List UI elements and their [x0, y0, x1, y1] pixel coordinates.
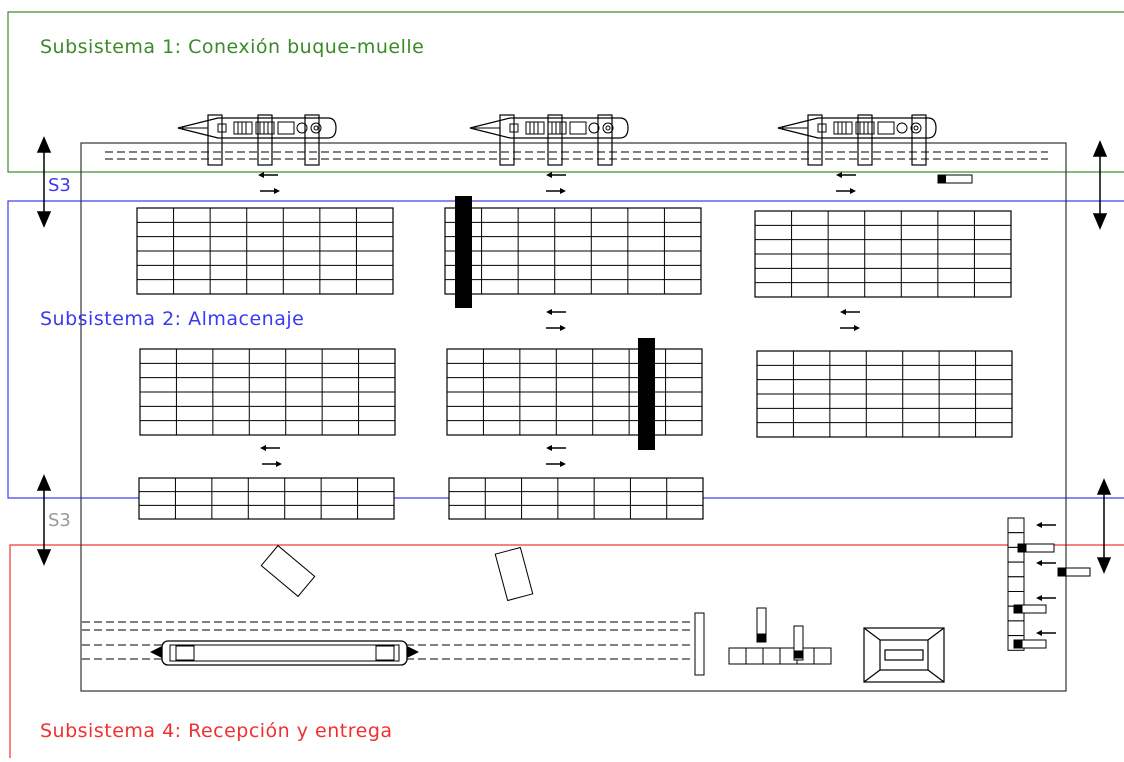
container-block: [444, 207, 702, 295]
truck-icon: [1013, 543, 1091, 649]
subsystem-4-label: Subsistema 4: Recepción y entrega: [40, 720, 393, 742]
warehouse-icon: [863, 627, 945, 683]
double-arrow-icon: [36, 136, 1112, 574]
container-block: [446, 348, 703, 436]
quay-rails: [105, 151, 1048, 160]
crane-icon: [455, 196, 472, 308]
container-block: [448, 477, 704, 520]
subsystem-4-boundary: [9, 544, 1124, 762]
train-icon: [150, 640, 419, 666]
container-block: [136, 207, 394, 295]
truck-icon: [937, 174, 973, 184]
crane-icon: [638, 338, 655, 450]
container-block: [139, 348, 396, 436]
truck-icon: [260, 544, 316, 598]
gate-lane-cell: [1007, 517, 1025, 534]
gate-lane-cell: [1007, 576, 1025, 592]
gate-lane-cell: [1007, 620, 1025, 637]
rail-buffer: [694, 612, 705, 676]
terminal-outline: [80, 142, 1067, 692]
gate-lane-cell: [1007, 561, 1025, 578]
container-block: [138, 477, 395, 520]
ship-icon: [469, 117, 629, 139]
subsystem-3-label-bottom: S3: [48, 510, 71, 531]
ship-icon: [177, 117, 337, 139]
quay-cranes: [207, 114, 927, 166]
subsystem-3-label-top: S3: [48, 175, 71, 196]
gate-icon: [728, 607, 832, 665]
container-block: [756, 350, 1013, 438]
gate-lane-cell: [1007, 591, 1025, 607]
subsystem-1-label: Subsistema 1: Conexión buque-muelle: [40, 36, 425, 58]
gate-lane-stack: [1007, 517, 1025, 651]
container-blocks: [136, 207, 1013, 520]
truck-icon: [494, 546, 534, 602]
container-block: [754, 210, 1012, 298]
subsystem-1-boundary: [7, 11, 1124, 173]
subsystem-2-label: Subsistema 2: Almacenaje: [40, 308, 305, 330]
